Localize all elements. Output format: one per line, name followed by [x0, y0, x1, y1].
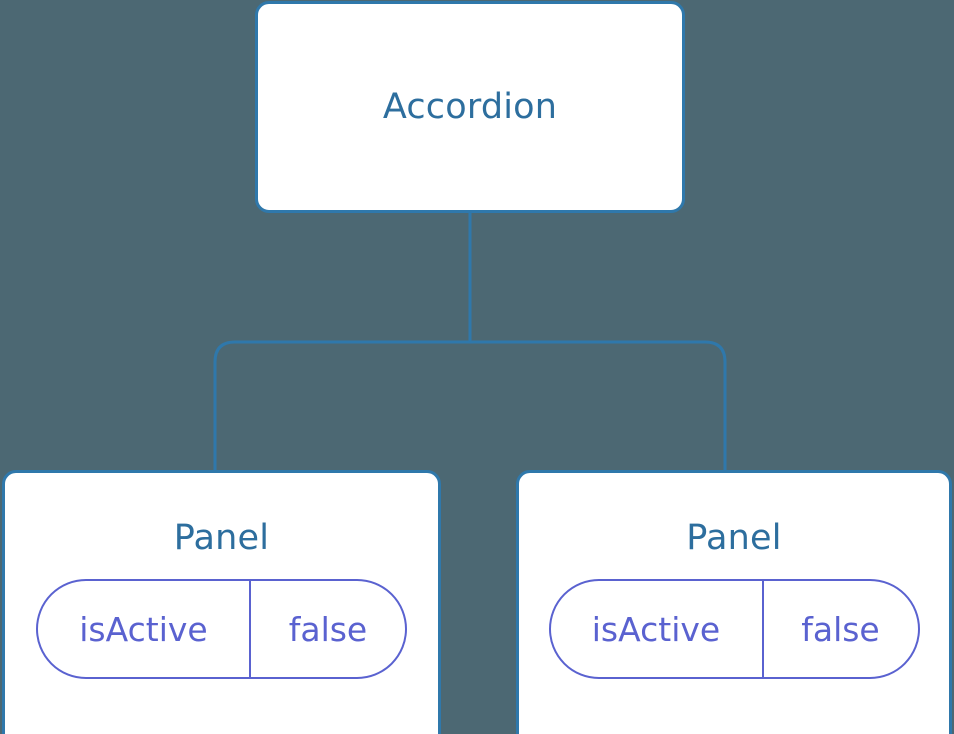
node-panel-right-title: Panel [686, 518, 782, 558]
panel-right-content: Panel isActive false [519, 473, 949, 734]
panel-left-prop-value: false [288, 609, 368, 649]
panel-left-prop-isactive[interactable]: isActive false [36, 579, 407, 679]
panel-left-content: Panel isActive false [5, 473, 438, 734]
panel-right-prop-isactive[interactable]: isActive false [548, 579, 920, 679]
panel-right-prop-key: isActive [551, 581, 764, 677]
node-panel-left-title: Panel [173, 518, 270, 558]
connector-branch-bus [213, 340, 727, 472]
node-panel-right[interactable]: Panel isActive false [516, 470, 952, 734]
panel-left-prop-key: isActive [38, 581, 251, 677]
node-panel-left[interactable]: Panel isActive false [2, 470, 441, 734]
node-accordion-title: Accordion [382, 87, 558, 127]
panel-right-prop-value: false [801, 609, 880, 649]
node-accordion[interactable]: Accordion [255, 1, 685, 213]
